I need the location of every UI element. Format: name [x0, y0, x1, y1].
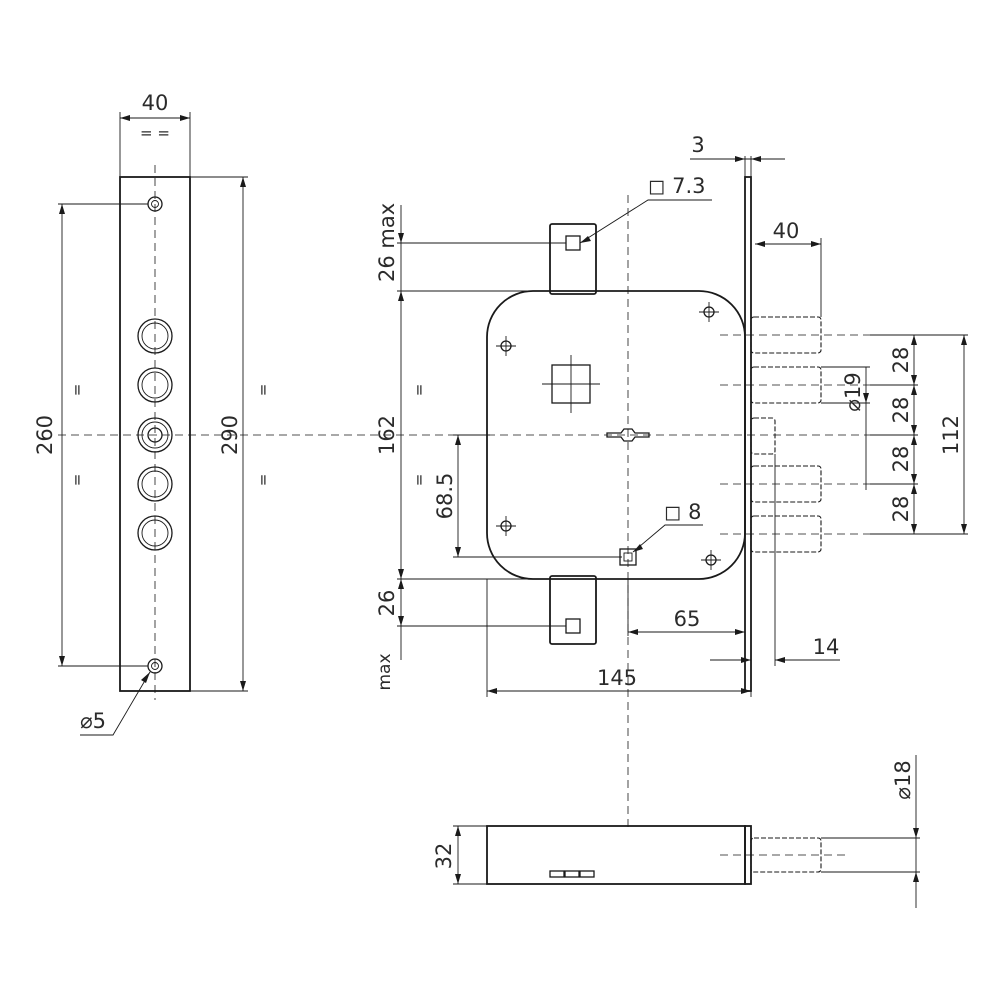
faceplate-width-label: 40 — [142, 91, 169, 115]
bottom-case-outline — [486, 825, 746, 885]
spindle-square — [565, 235, 581, 251]
equal-mark: = — [68, 474, 86, 487]
faceplate-half-marks: = = — [140, 124, 170, 142]
faceplate-view: 40 = = 260 = = 290 = = ⌀5 — [33, 91, 370, 736]
body-height-label: 162 — [375, 415, 399, 455]
equal-mark: = — [68, 384, 86, 397]
bolts — [720, 316, 870, 553]
backset-vertical-label: 68.5 — [433, 473, 457, 520]
key-mark — [549, 870, 595, 878]
bottom-strike-max: max — [375, 653, 395, 690]
plate-thickness-label: 3 — [691, 133, 704, 157]
body-depth-label: 145 — [597, 666, 637, 690]
spindle-square-label: ◻ 7.3 — [648, 174, 706, 198]
faceplate-bolt-holes — [137, 318, 173, 551]
bolt-total-label: 112 — [939, 415, 963, 455]
equal-mark: = — [254, 384, 272, 397]
equal-mark: = — [410, 474, 428, 487]
bolt-spacing-label: 28 — [889, 397, 913, 424]
bottom-strike-label: 26 — [375, 590, 399, 617]
bolt-spacing-label: 28 — [889, 347, 913, 374]
key-slot — [606, 428, 650, 442]
hole-diameter-label: ⌀5 — [80, 709, 106, 733]
equal-mark: = — [254, 474, 272, 487]
hole-spacing-label: 260 — [33, 415, 57, 455]
lock-body-view: 26 max 162 = = 26 max 68.5 ◻ 7.3 ◻ 8 — [370, 133, 968, 830]
bottom-strike-tab — [549, 575, 597, 645]
bottom-bolt-diameter-label: ⌀18 — [891, 760, 915, 799]
top-strike-label: 26 max — [375, 203, 399, 282]
bolt-throw-label: 40 — [773, 219, 800, 243]
backset-label: 65 — [674, 607, 701, 631]
faceplate-length-label: 290 — [218, 415, 242, 455]
bolt-spacing-label: 28 — [889, 496, 913, 523]
cylinder-square-label: ◻ 8 — [664, 500, 701, 524]
bolt-spacing-label: 28 — [889, 446, 913, 473]
case-screw-holes — [496, 302, 721, 570]
bolt-diameter-label: ⌀19 — [841, 372, 865, 411]
latch-offset-label: 14 — [813, 635, 840, 659]
bottom-thickness-label: 32 — [432, 843, 456, 870]
lock-case — [486, 290, 746, 580]
equal-mark: = — [410, 384, 428, 397]
top-strike-tab — [549, 223, 597, 295]
bottom-view: 32 ⌀18 — [432, 755, 920, 908]
